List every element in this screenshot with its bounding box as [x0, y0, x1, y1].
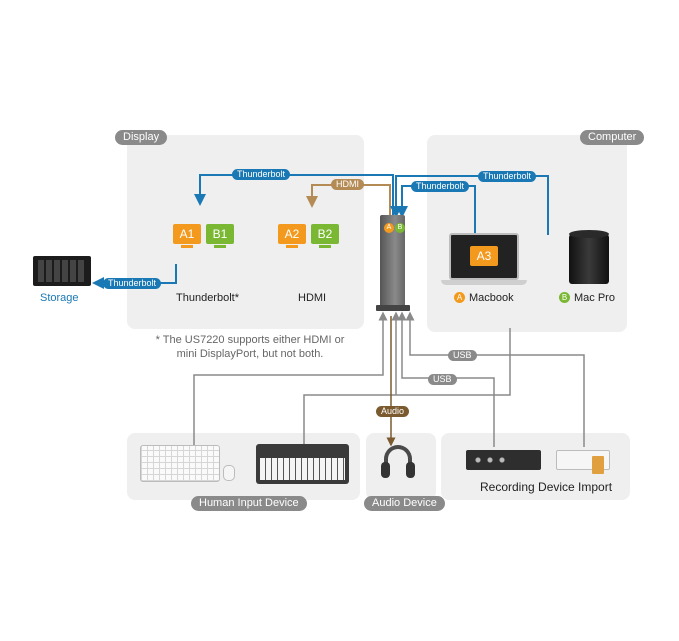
- dock-port-b: B: [395, 223, 405, 233]
- headset-earcup-right: [406, 462, 415, 478]
- note-line-1: * The US7220 supports either HDMI or: [155, 334, 345, 346]
- headset-earcup-left: [381, 462, 390, 478]
- monitor-a2: A2: [278, 224, 306, 244]
- macbook-label-text: Macbook: [469, 292, 514, 304]
- keyboard-device: [140, 445, 220, 482]
- audio-tag: Audio: [376, 406, 410, 417]
- piano-usb-line: [303, 328, 511, 445]
- dock-port-a: A: [384, 223, 394, 233]
- hdmi-tag: HDMI: [331, 179, 364, 190]
- mac-pro-top: [569, 230, 609, 238]
- macbook-badge: A: [454, 292, 465, 303]
- thunderbolt-macpro-tag: Thunderbolt: [478, 171, 537, 182]
- usb-tag-1: USB: [448, 350, 477, 361]
- thunderbolt-display-tag: Thunderbolt: [232, 169, 291, 180]
- thunderbolt-macbook-tag: Thunderbolt: [411, 181, 470, 192]
- recording-section-label: Recording Device Import: [480, 480, 613, 494]
- mac-pro-badge: B: [559, 292, 570, 303]
- thunderbolt-display-line: [194, 174, 394, 215]
- note-line-2: mini DisplayPort, but not both.: [176, 348, 324, 360]
- display-section-label: Display: [115, 130, 168, 145]
- monitor-b1-stand: [214, 245, 226, 248]
- memory-card: [592, 456, 604, 474]
- usb-tag-2: USB: [428, 374, 457, 385]
- monitor-a1-stand: [181, 245, 193, 248]
- monitor-b2-stand: [319, 245, 331, 248]
- audio-device-section-label: Audio Device: [364, 496, 445, 511]
- storage-drive-bays: [38, 260, 86, 282]
- human-input-section-label: Human Input Device: [191, 496, 307, 511]
- macbook-base: [441, 280, 527, 285]
- capture-ports: [472, 455, 508, 465]
- thunderbolt-macbook-line: [396, 185, 476, 233]
- computer-section-label: Computer: [580, 130, 645, 145]
- monitor-b1: B1: [206, 224, 234, 244]
- piano-keys: [260, 458, 345, 480]
- macbook-label: A Macbook: [454, 292, 514, 304]
- mac-pro-device: [569, 232, 609, 284]
- recording-usb-line-2: [405, 311, 585, 447]
- keyboard-usb-line: [193, 311, 388, 445]
- monitor-b2: B2: [311, 224, 339, 244]
- storage-label: Storage: [40, 292, 79, 304]
- headset-icon: [384, 445, 412, 467]
- monitor-a2-stand: [286, 245, 298, 248]
- mac-pro-label-text: Mac Pro: [574, 292, 615, 304]
- thunderbolt-macpro-line: [390, 175, 549, 235]
- mouse-device: [223, 465, 235, 481]
- hdmi-display-label: HDMI: [298, 292, 327, 304]
- thunderbolt-display-label: Thunderbolt*: [176, 292, 239, 304]
- mac-pro-label: B Mac Pro: [559, 292, 615, 304]
- monitor-a3: A3: [470, 246, 498, 266]
- monitor-a1: A1: [173, 224, 201, 244]
- thunderbolt-storage-tag: Thunderbolt: [103, 278, 162, 289]
- dock-base: [376, 305, 410, 311]
